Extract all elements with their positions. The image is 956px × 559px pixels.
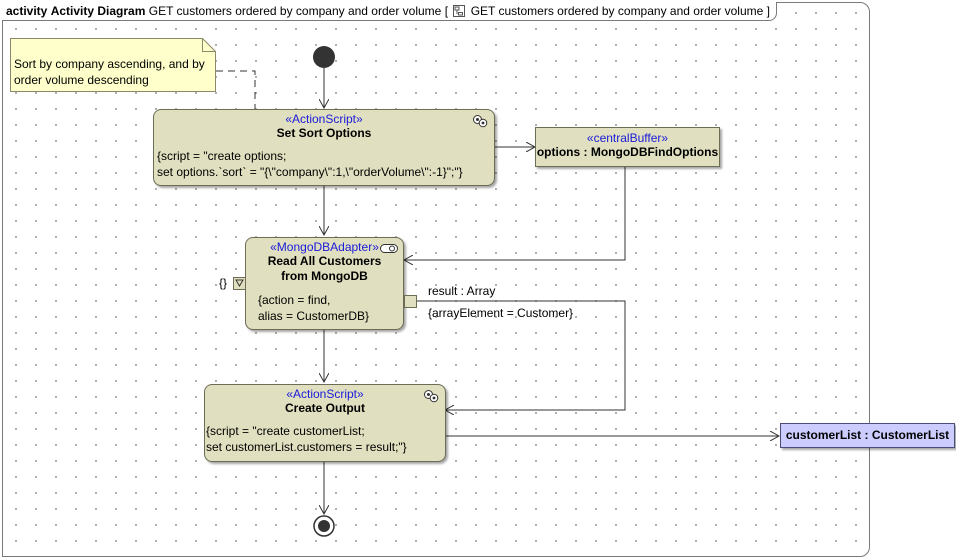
frame-title: Activity Diagram — [50, 4, 146, 18]
diagram-reference-icon — [453, 5, 466, 17]
result-pin-tag: {arrayElement = Customer} — [428, 306, 574, 320]
note-text: Sort by company ascending, and by order … — [14, 56, 210, 88]
set-sort-tag-1: {script = "create options; — [157, 149, 287, 163]
create-name: Create Output — [284, 401, 365, 415]
read-tag-2: alias = CustomerDB} — [258, 309, 370, 323]
initial-node[interactable] — [313, 46, 335, 68]
read-tag-1: {action = find, — [258, 293, 331, 307]
buffer-name: options : MongoDBFindOptions — [536, 145, 719, 159]
result-pin-label: result : Array — [428, 284, 496, 298]
create-tag-1: {script = "create customerList; — [206, 424, 365, 438]
action-create-output[interactable]: «ActionScript» Create Output {script = "… — [204, 384, 446, 462]
read-name-1: Read All Customers — [267, 254, 382, 268]
input-pin-label: {} — [219, 276, 228, 290]
frame-header: activity Activity Diagram GET customers … — [2, 2, 777, 21]
output-pin-result[interactable] — [404, 295, 417, 308]
output-object-customer-list[interactable]: customerList : CustomerList — [780, 423, 955, 448]
set-sort-tag-2: set options.`sort` = "{\"company\":1,\"o… — [157, 165, 463, 179]
central-buffer-options[interactable]: «centralBuffer» options : MongoDBFindOpt… — [535, 127, 720, 167]
comment-note[interactable]: Sort by company ascending, and by order … — [10, 38, 216, 92]
activity-final-inner — [318, 520, 330, 532]
note-line-2: order volume descending — [14, 73, 149, 87]
set-sort-name: Set Sort Options — [276, 126, 372, 140]
create-stereotype: «ActionScript» — [286, 387, 364, 401]
frame-reference: GET customers ordered by company and ord… — [470, 4, 764, 18]
set-sort-stereotype: «ActionScript» — [285, 112, 363, 126]
note-shape — [10, 38, 216, 92]
note-anchor-line — [216, 70, 256, 109]
gears-icon — [424, 390, 439, 403]
read-name-2: from MongoDB — [281, 269, 368, 283]
read-stereotype: «MongoDBAdapter» — [270, 240, 379, 254]
buffer-stereotype: «centralBuffer» — [586, 131, 669, 145]
note-line-1: Sort by company ascending, and by — [14, 57, 205, 71]
action-read-all-customers[interactable]: «MongoDBAdapter» Read All Customers from… — [245, 237, 404, 330]
frame-bracket-close: ] — [766, 4, 770, 18]
frame-name: GET customers ordered by company and ord… — [148, 4, 442, 18]
input-pin-triangle — [235, 279, 244, 287]
frame-bracket-open: [ — [444, 4, 449, 18]
flow-buffer-to-read[interactable] — [404, 166, 626, 260]
output-object-name: customerList : CustomerList — [785, 428, 950, 442]
create-tag-2: set customerList.customers = result;"} — [206, 440, 407, 454]
flow-result-to-create[interactable] — [416, 300, 626, 410]
adapter-icon — [380, 244, 398, 253]
frame-kind: activity — [6, 4, 48, 18]
gears-icon — [473, 115, 488, 128]
diagram-frame — [2, 2, 870, 557]
action-set-sort-options[interactable]: «ActionScript» Set Sort Options {script … — [153, 109, 495, 186]
